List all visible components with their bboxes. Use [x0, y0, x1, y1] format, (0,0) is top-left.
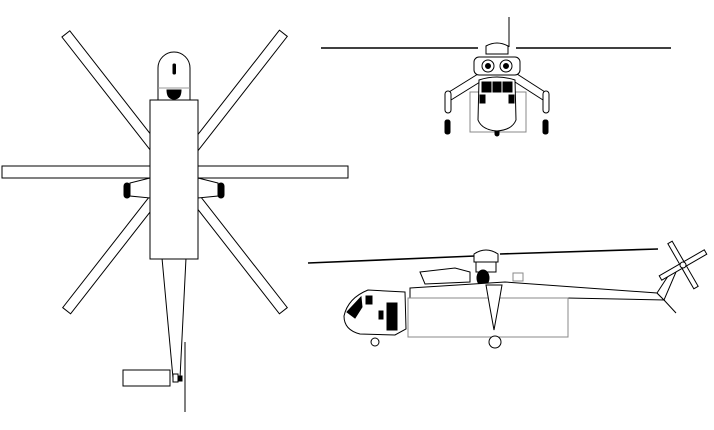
engine-housing-front: [473, 56, 521, 76]
windshield: [492, 81, 502, 93]
side-window: [508, 94, 515, 104]
tail-rotor-hub: [172, 373, 179, 383]
main-rotor-blade-side: [499, 248, 659, 255]
tail-strut: [663, 299, 677, 314]
rotor-blade: [1, 165, 176, 179]
side-window: [378, 310, 384, 320]
windshield: [481, 81, 492, 93]
tail-rotor-side: [658, 240, 708, 290]
rotor-hub-side: [473, 249, 499, 263]
tail-boom-top: [161, 257, 187, 379]
cabin-door: [386, 302, 398, 331]
tail-rotor-hub: [178, 375, 183, 382]
landing-leg-left: [444, 90, 452, 114]
nose-wheel-side: [370, 337, 380, 347]
windshield: [502, 81, 513, 93]
cockpit-window-side: [365, 295, 373, 305]
top-view: [1, 29, 349, 412]
strut-right: [514, 81, 544, 101]
engine-intake-right: [503, 63, 509, 69]
fuselage-top: [149, 99, 199, 260]
tail-boom-side: [409, 281, 666, 301]
strut-left: [448, 73, 479, 93]
windshield-side: [346, 295, 363, 319]
cockpit-window: [166, 89, 182, 100]
side-view: [307, 240, 708, 349]
tail-rotor-top: [122, 369, 171, 387]
front-view: [321, 17, 671, 137]
main-wheel-side: [488, 335, 502, 349]
strut-right: [516, 73, 546, 93]
equipment-box: [512, 272, 524, 282]
sponson-right: [197, 177, 219, 199]
strut-left: [450, 81, 481, 101]
landing-leg-right: [542, 90, 550, 114]
landing-strut-side: [485, 284, 503, 331]
side-window: [479, 94, 486, 104]
rotor-blade: [174, 165, 349, 179]
rotor-hub-front: [485, 42, 509, 55]
wheel-left-front: [444, 119, 451, 135]
tail-rotor-hub: [679, 261, 687, 269]
main-rotor-blade-side: [307, 255, 476, 264]
wheel-left: [123, 182, 131, 199]
engine-intake-left: [485, 63, 491, 69]
engine-side: [419, 267, 471, 285]
wheel-right: [217, 182, 225, 199]
wheel-right-front: [542, 119, 549, 135]
cargo-pod-side: [407, 297, 569, 338]
cockpit-window: [172, 63, 176, 75]
sponson-left: [129, 177, 151, 199]
